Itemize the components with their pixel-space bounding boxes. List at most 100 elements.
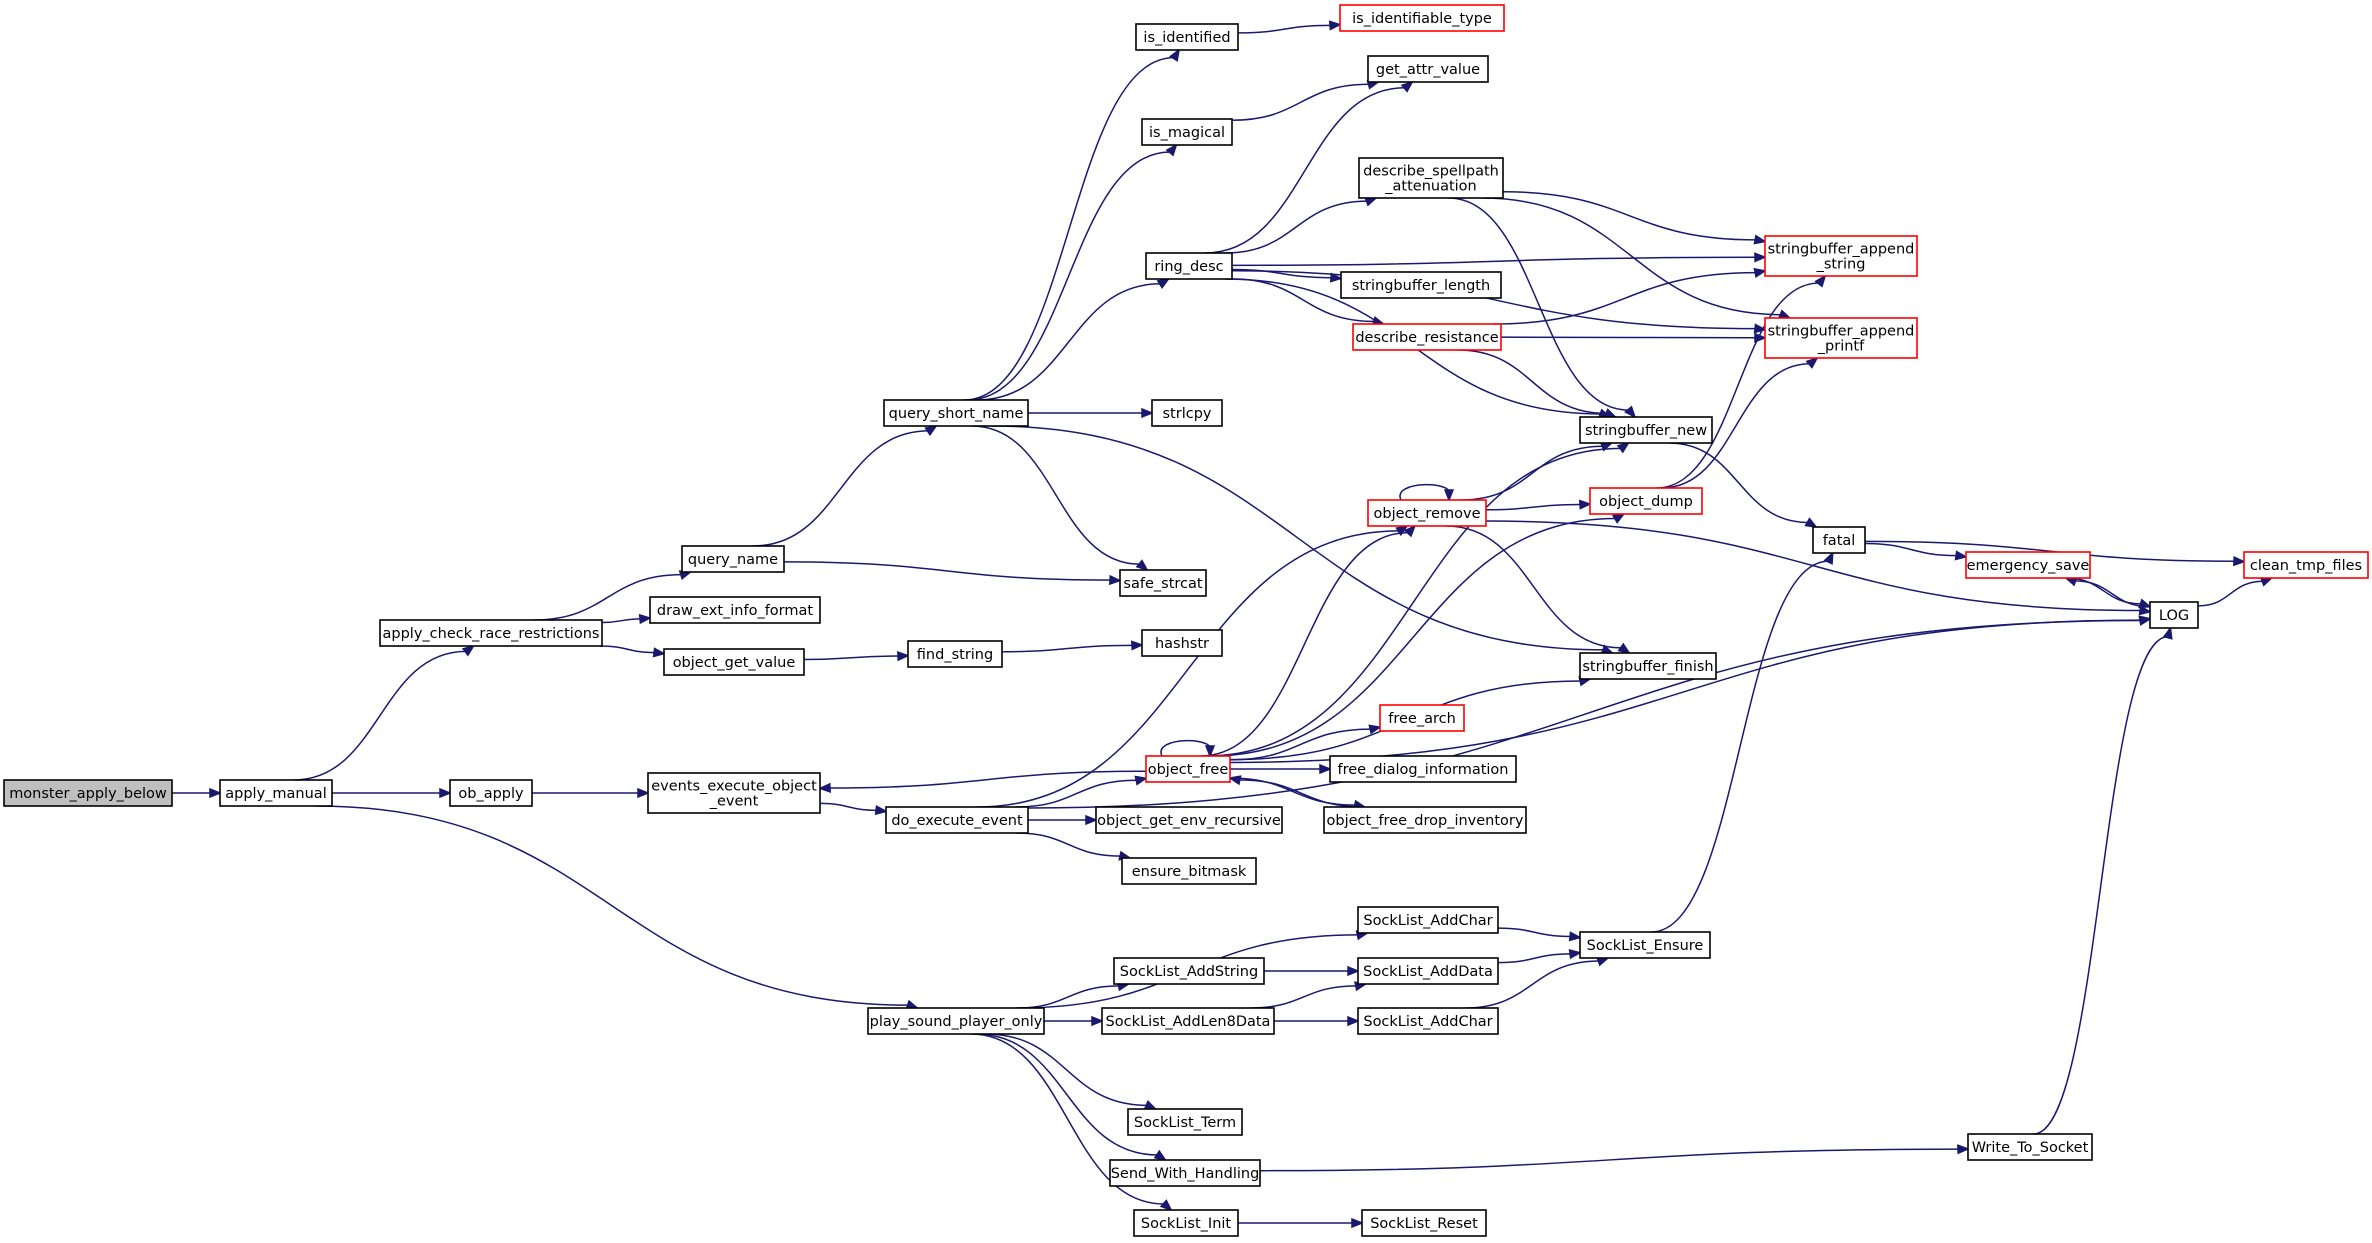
node-label: object_get_env_recursive — [1097, 813, 1281, 829]
node-monster_apply_below[interactable]: monster_apply_below — [3, 779, 173, 807]
node-is_identifiable_type[interactable]: is_identifiable_type — [1339, 4, 1505, 32]
node-free_arch[interactable]: free_arch — [1379, 704, 1465, 732]
call-edge-SockList_Init-to-SockList_Reset — [1237, 1217, 1365, 1229]
node-hashstr[interactable]: hashstr — [1141, 629, 1223, 657]
node-query_name[interactable]: query_name — [681, 545, 785, 573]
node-box — [1340, 271, 1502, 299]
node-box — [867, 1007, 1045, 1035]
node-SockList_AddString[interactable]: SockList_AddString — [1113, 957, 1265, 985]
node-SockList_Ensure[interactable]: SockList_Ensure — [1579, 931, 1711, 959]
node-safe_strcat[interactable]: safe_strcat — [1119, 569, 1207, 597]
call-edge-describe_spellpath_attenuation-to-stringbuffer_append_string — [1502, 190, 1767, 245]
call-edge-monster_apply_below-to-apply_manual — [172, 787, 223, 799]
node-object_remove[interactable]: object_remove — [1367, 499, 1487, 527]
node-object_free[interactable]: object_free — [1145, 755, 1231, 783]
node-label: LOG — [2159, 608, 2189, 624]
node-object_get_env_recursive[interactable]: object_get_env_recursive — [1095, 806, 1283, 834]
node-box — [1965, 551, 2091, 579]
node-describe_spellpath_attenuation[interactable]: describe_spellpath_attenuation — [1358, 157, 1504, 199]
node-Send_With_Handling[interactable]: Send_With_Handling — [1109, 1159, 1261, 1187]
node-box — [1119, 569, 1207, 597]
node-get_attr_value[interactable]: get_attr_value — [1367, 55, 1489, 83]
node-apply_manual[interactable]: apply_manual — [219, 779, 333, 807]
node-label: object_free_drop_inventory — [1327, 813, 1524, 829]
node-label: object_remove — [1374, 506, 1481, 522]
call-edge-emergency_save-to-LOG — [2065, 577, 2152, 609]
node-SockList_Init[interactable]: SockList_Init — [1133, 1209, 1239, 1237]
node-box — [883, 399, 1029, 427]
call-edge-describe_resistance-to-stringbuffer_append_printf — [1500, 332, 1768, 343]
node-label: ensure_bitmask — [1132, 864, 1247, 880]
node-object_get_value[interactable]: object_get_value — [663, 648, 805, 676]
call-edge-query_name-to-query_short_name — [752, 424, 938, 547]
call-edge-LOG-to-emergency_save — [2064, 576, 2151, 608]
call-edge-query_short_name-to-ring_desc — [976, 277, 1171, 401]
node-label: is_identifiable_type — [1352, 11, 1492, 27]
node-object_dump[interactable]: object_dump — [1589, 487, 1703, 515]
node-find_string[interactable]: find_string — [907, 640, 1003, 668]
node-box — [1145, 252, 1233, 280]
call-edge-ob_apply-to-events_execute_object_event — [532, 787, 651, 799]
node-play_sound_player_only[interactable]: play_sound_player_only — [867, 1007, 1045, 1035]
call-edge-events_execute_object_event-to-do_execute_event — [819, 802, 889, 816]
node-do_execute_event[interactable]: do_execute_event — [885, 806, 1029, 834]
node-describe_resistance[interactable]: describe_resistance — [1352, 323, 1502, 351]
call-edge-Write_To_Socket-to-LOG — [2033, 626, 2173, 1135]
node-box — [1141, 629, 1223, 657]
node-label: safe_strcat — [1123, 576, 1202, 592]
node-Write_To_Socket[interactable]: Write_To_Socket — [1967, 1133, 2093, 1161]
node-events_execute_object_event[interactable]: events_execute_object_event — [647, 772, 821, 814]
call-edge-query_short_name-to-is_identified — [963, 48, 1181, 401]
node-label: object_get_value — [673, 655, 796, 671]
node-SockList_AddChar_1[interactable]: SockList_AddChar — [1357, 906, 1499, 934]
call-edge-query_short_name-to-stringbuffer_finish — [991, 425, 1615, 655]
node-SockList_Reset[interactable]: SockList_Reset — [1361, 1209, 1487, 1237]
node-draw_ext_info_format[interactable]: draw_ext_info_format — [649, 596, 821, 624]
node-label: events_execute_object — [651, 779, 817, 795]
node-box — [1127, 1108, 1243, 1136]
node-box — [1133, 1209, 1239, 1237]
node-label: SockList_AddChar — [1363, 913, 1492, 929]
node-stringbuffer_append_printf[interactable]: stringbuffer_append_printf — [1764, 317, 1918, 359]
node-query_short_name[interactable]: query_short_name — [883, 399, 1029, 427]
call-edge-query_short_name-to-safe_strcat — [971, 425, 1149, 572]
call-edge-object_free-to-events_execute_object_event — [817, 770, 1147, 793]
node-SockList_AddLen8Data[interactable]: SockList_AddLen8Data — [1101, 1007, 1275, 1035]
node-is_identified[interactable]: is_identified — [1135, 23, 1239, 51]
node-label: query_name — [688, 552, 778, 568]
node-box — [1967, 1133, 2093, 1161]
node-clean_tmp_files[interactable]: clean_tmp_files — [2243, 551, 2369, 579]
call-edge-object_free-to-free_arch — [1229, 724, 1382, 761]
node-ob_apply[interactable]: ob_apply — [449, 779, 533, 807]
node-SockList_AddChar_2[interactable]: SockList_AddChar — [1357, 1007, 1499, 1035]
node-SockList_AddData[interactable]: SockList_AddData — [1357, 957, 1499, 985]
node-object_free_drop_inventory[interactable]: object_free_drop_inventory — [1323, 806, 1527, 834]
node-SockList_Term[interactable]: SockList_Term — [1127, 1108, 1243, 1136]
call-edge-query_name-to-safe_strcat — [783, 561, 1123, 586]
node-fatal[interactable]: fatal — [1812, 526, 1866, 554]
node-stringbuffer_append_string[interactable]: stringbuffer_append_string — [1764, 235, 1918, 277]
call-edge-query_short_name-to-strlcpy — [1027, 407, 1155, 419]
node-ensure_bitmask[interactable]: ensure_bitmask — [1121, 857, 1257, 885]
node-is_magical[interactable]: is_magical — [1141, 118, 1233, 146]
node-label: SockList_AddLen8Data — [1106, 1014, 1271, 1030]
node-LOG[interactable]: LOG — [2149, 601, 2199, 629]
node-stringbuffer_length[interactable]: stringbuffer_length — [1340, 271, 1502, 299]
node-box — [1109, 1159, 1261, 1187]
call-edges — [172, 20, 2274, 1229]
node-free_dialog_information[interactable]: free_dialog_information — [1329, 755, 1517, 783]
node-stringbuffer_finish[interactable]: stringbuffer_finish — [1579, 652, 1717, 680]
call-edge-object_remove-to-stringbuffer_finish — [1445, 525, 1631, 655]
call-edge-apply_check_race_restrictions-to-object_get_value — [599, 645, 667, 658]
node-emergency_save[interactable]: emergency_save — [1965, 551, 2091, 579]
call-edge-object_get_value-to-find_string — [803, 650, 911, 662]
node-label: ob_apply — [458, 786, 524, 802]
node-apply_check_race_restrictions[interactable]: apply_check_race_restrictions — [379, 619, 603, 647]
node-label: apply_check_race_restrictions — [383, 626, 600, 642]
node-box — [1095, 806, 1283, 834]
node-label: object_dump — [1599, 494, 1693, 510]
node-stringbuffer_new[interactable]: stringbuffer_new — [1579, 416, 1713, 444]
node-strlcpy[interactable]: strlcpy — [1151, 399, 1223, 427]
node-ring_desc[interactable]: ring_desc — [1145, 252, 1233, 280]
